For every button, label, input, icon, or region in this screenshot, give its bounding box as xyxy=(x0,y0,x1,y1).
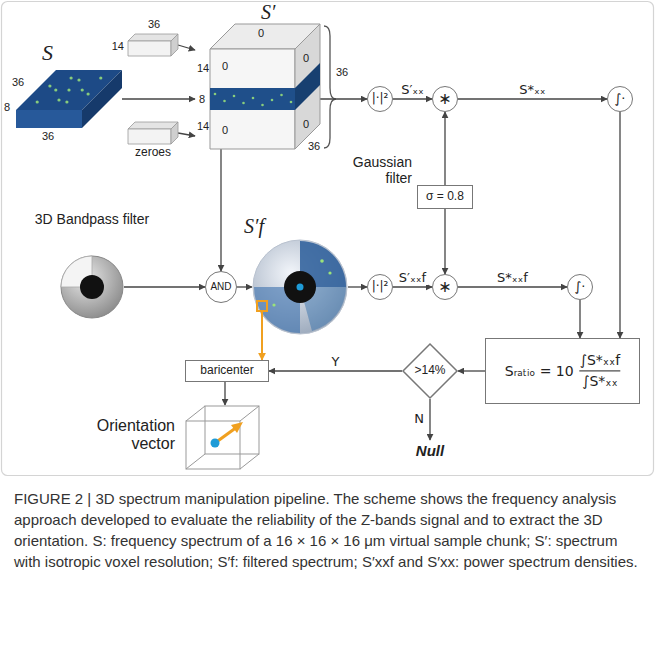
dimension-label: 36 xyxy=(12,76,24,88)
node-text: ∗ xyxy=(438,278,451,296)
connector-arrow xyxy=(458,286,567,287)
connector-arrow xyxy=(269,370,402,371)
dimension-label: 0 xyxy=(222,60,228,72)
dimension-label: 36 xyxy=(308,140,320,152)
connector-arrow xyxy=(458,370,485,371)
node-label: zeroes xyxy=(122,146,184,160)
connector-arrow xyxy=(261,335,263,360)
node-label: Gaussian filter xyxy=(334,154,412,186)
dimension-label: 14 xyxy=(197,62,209,74)
connector-arrow xyxy=(122,98,195,99)
operator-circle: ∫· xyxy=(607,86,633,112)
zero-block-shape xyxy=(128,122,178,144)
connector-arrow xyxy=(220,149,221,271)
node-label: S xyxy=(42,40,72,65)
connector-arrow xyxy=(619,112,620,338)
connector-arrow xyxy=(348,286,367,287)
dimension-label: 8 xyxy=(4,101,10,113)
figure-frame xyxy=(2,2,654,476)
formula-text: Sᵣₐₜᵢₒ = 10 xyxy=(505,363,574,379)
node-text: baricenter xyxy=(200,364,253,378)
edge-label: S*ₓₓf xyxy=(495,271,530,285)
node-text: Null xyxy=(416,442,444,459)
filter-box: Gaussian filterσ = 0.8 xyxy=(417,185,473,209)
orientation-cube: Orientation vector xyxy=(185,405,260,470)
spectrum-slab: S xyxy=(16,70,122,128)
dimension-label: 36 xyxy=(42,130,54,142)
process-box: baricenter xyxy=(185,360,269,382)
connector-arrow xyxy=(393,286,432,287)
node-label: 14 xyxy=(110,40,124,53)
and-gate: AND xyxy=(205,271,237,303)
operator-circle: ∗ xyxy=(432,274,458,300)
operator-circle: |·|² xyxy=(367,86,393,112)
connector-arrow xyxy=(579,300,580,338)
isotropic-cube: S′ xyxy=(195,24,320,149)
node-text: AND xyxy=(210,281,231,293)
edge-label: S′ₓₓf xyxy=(397,271,428,285)
edge-label: S*ₓₓ xyxy=(517,83,547,97)
zero-block: 1436 xyxy=(128,34,178,56)
node-text: ∗ xyxy=(438,90,451,108)
dimension-label: 0 xyxy=(222,124,228,136)
connector-arrow xyxy=(224,382,225,405)
connector-arrow xyxy=(178,133,195,136)
node-text: |·|² xyxy=(372,280,389,294)
dimension-label: 14 xyxy=(197,120,209,132)
dimension-label: 0 xyxy=(303,118,309,130)
dimension-label: 0 xyxy=(303,52,309,64)
operator-circle: |·|² xyxy=(367,274,393,300)
filtered-sphere-shape xyxy=(252,239,348,335)
node-label: 3D Bandpass filter xyxy=(34,211,150,227)
zero-block-shape xyxy=(128,34,178,56)
node-text: ∫· xyxy=(615,92,626,107)
connector-arrow xyxy=(320,98,367,99)
bandpass-sphere-shape xyxy=(60,255,124,319)
connector-arrow xyxy=(444,209,445,274)
filtered-sphere: S′f xyxy=(252,239,348,335)
edge-label: S′ₓₓ xyxy=(399,83,426,97)
spectrum-slab-shape xyxy=(16,70,122,128)
zero-block: zeroes xyxy=(128,122,178,144)
decision-diamond: >14% xyxy=(402,343,458,399)
connector-arrow xyxy=(237,286,252,287)
connector-arrow xyxy=(124,286,205,287)
connector-arrow xyxy=(393,98,432,99)
node-text: >14% xyxy=(414,364,445,378)
connector-arrow xyxy=(444,112,445,185)
ratio-box: Sᵣₐₜᵢₒ = 10 ∫S*ₓₓf ∫S*ₓₓ xyxy=(485,338,640,404)
node-text: |·|² xyxy=(372,92,389,106)
dimension-label: 36 xyxy=(336,66,348,78)
edge-label: Y xyxy=(330,355,342,369)
dimension-label: 8 xyxy=(199,93,205,105)
edge-label: N xyxy=(412,412,426,426)
bandpass-sphere: 3D Bandpass filter xyxy=(60,255,124,319)
connector-arrow xyxy=(429,399,430,440)
isotropic-cube-shape xyxy=(195,24,320,149)
orientation-cube-shape xyxy=(185,405,260,470)
connector-arrow xyxy=(178,45,195,50)
node-label: S′ xyxy=(261,1,291,24)
null-result: Null xyxy=(405,440,455,462)
node-label: Orientation vector xyxy=(57,417,175,454)
formula-numerator: ∫S*ₓₓf xyxy=(580,352,621,368)
node-text: σ = 0.8 xyxy=(426,190,464,204)
dimension-label: 0 xyxy=(258,27,264,39)
connector-arrow xyxy=(458,98,607,99)
node-label: S′f xyxy=(244,215,284,238)
node-text: ∫· xyxy=(575,280,586,295)
operator-circle: ∗ xyxy=(432,86,458,112)
operator-circle: ∫· xyxy=(567,274,593,300)
fraction-bar xyxy=(580,371,621,372)
dimension-brace xyxy=(324,26,336,148)
formula-denominator: ∫S*ₓₓ xyxy=(582,374,618,390)
figure-caption: FIGURE 2 | 3D spectrum manipulation pipe… xyxy=(14,488,641,572)
node-label: 36 xyxy=(142,18,166,31)
